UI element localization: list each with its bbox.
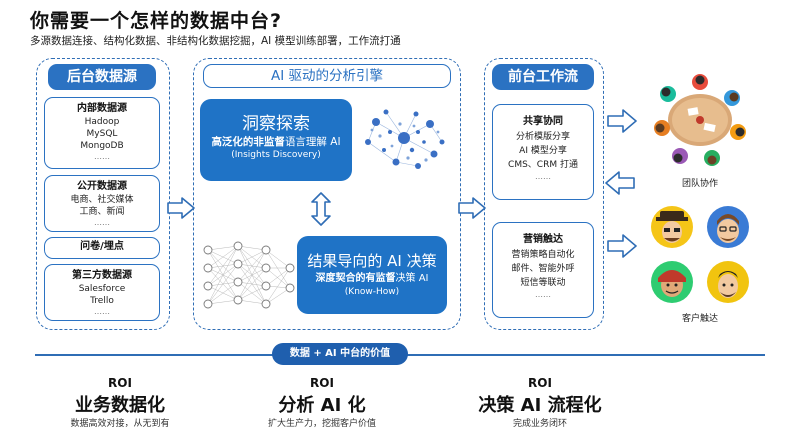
neural-network-icon [203, 241, 295, 309]
share-collab-head: 共享协同 [523, 116, 563, 127]
internal-source-box: 内部数据源 Hadoop MySQL MongoDB …… [44, 97, 160, 169]
roi-label: ROI [528, 376, 552, 390]
engine-title: AI 驱动的分析引擎 [203, 64, 451, 88]
marketing-head: 营销触达 [523, 234, 563, 245]
roi-title: 决策 AI 流程化 [478, 395, 602, 416]
share-collab-line: 分析模版分享 [515, 132, 570, 142]
survey-source-box: 问卷/埋点 [44, 237, 160, 259]
page-subtitle: 多源数据连接、结构化数据、非结构化数据挖掘，AI 模型训练部署，工作流打通 [30, 35, 401, 47]
right-arrow-icon [607, 109, 637, 133]
right-arrow-icon [458, 197, 486, 219]
marketing-line: 营销策略自动化 [511, 250, 575, 260]
roi-title: 分析 AI 化 [278, 395, 366, 416]
insights-title: 洞察探索 [242, 114, 310, 134]
customer-caption: 客户触达 [681, 314, 718, 324]
frontend-panel [484, 58, 604, 330]
third-party-source-head: 第三方数据源 [72, 270, 132, 281]
engine-panel [193, 58, 461, 330]
insights-desc-rest: 语言理解 AI [284, 136, 341, 148]
share-collab-line: CMS、CRM 打通 [508, 160, 578, 170]
internal-source-more: …… [94, 152, 110, 161]
customer-avatar-icon [707, 261, 749, 303]
public-source-box: 公开数据源 电商、社交媒体 工商、新闻 …… [44, 175, 160, 232]
customer-avatar-icon [651, 206, 693, 248]
public-source-line: 工商、新闻 [79, 207, 125, 217]
roi-label: ROI [310, 376, 334, 390]
share-collab-line: AI 模型分享 [519, 146, 567, 156]
insights-desc: 高泛化的非监督语言理解 AI [200, 135, 352, 149]
roi-desc: 完成业务闭环 [512, 419, 567, 429]
marketing-box: 营销触达 营销策略自动化 邮件、智能外呼 短信等联动 …… [492, 222, 594, 318]
third-party-source-box: 第三方数据源 Salesforce Trello …… [44, 264, 160, 321]
customer-avatar-icon [707, 206, 749, 248]
backend-title: 后台数据源 [48, 64, 156, 90]
cluster-graph-icon [365, 109, 445, 169]
right-arrow-icon [607, 234, 637, 258]
decision-en: (Know-How) [344, 287, 400, 297]
backend-panel [36, 58, 170, 330]
roi-desc: 扩大生产力，挖掘客户价值 [267, 419, 376, 429]
internal-source-head: 内部数据源 [77, 103, 127, 114]
decision-desc-rest: 决策 AI [395, 273, 429, 284]
marketing-line: 短信等联动 [520, 278, 566, 288]
insights-en: (Insights Discovery) [231, 150, 321, 160]
survey-source-head: 问卷/埋点 [80, 241, 124, 252]
decision-desc: 深度契合的有监督决策 AI [297, 272, 447, 286]
share-collab-box: 共享协同 分析模版分享 AI 模型分享 CMS、CRM 打通 …… [492, 104, 594, 200]
double-arrow-icon [311, 192, 331, 226]
team-meeting-icon [654, 74, 746, 166]
frontend-title: 前台工作流 [492, 64, 594, 90]
right-arrow-icon [167, 197, 195, 219]
roi-label: ROI [108, 376, 132, 390]
third-party-source-line: Trello [90, 296, 114, 306]
internal-source-line: MongoDB [80, 141, 124, 151]
roi-desc: 数据高效对接，从无到有 [70, 419, 170, 429]
insights-discovery-card: 洞察探索 高泛化的非监督语言理解 AI (Insights Discovery) [200, 99, 352, 181]
public-source-head: 公开数据源 [77, 181, 127, 192]
share-collab-more: …… [535, 172, 551, 181]
marketing-line: 邮件、智能外呼 [511, 264, 575, 274]
third-party-source-line: Salesforce [78, 284, 126, 294]
internal-source-line: Hadoop [84, 117, 120, 127]
ai-decision-card: 结果导向的 AI 决策 深度契合的有监督决策 AI (Know-How) [297, 236, 447, 314]
team-caption: 团队协作 [681, 179, 718, 189]
customer-avatar-icon [651, 261, 693, 303]
marketing-more: …… [535, 290, 551, 299]
value-pill: 数据 + AI 中台的价值 [272, 343, 408, 365]
third-party-source-more: …… [94, 307, 110, 316]
decision-title: 结果导向的 AI 决策 [307, 252, 437, 270]
decision-desc-bold: 深度契合的有监督 [315, 273, 396, 284]
left-arrow-icon [605, 171, 635, 195]
public-source-more: …… [94, 218, 110, 227]
public-source-line: 电商、社交媒体 [70, 195, 134, 205]
internal-source-line: MySQL [86, 129, 118, 139]
page-title: 你需要一个怎样的数据中台? [30, 10, 283, 32]
insights-desc-bold: 高泛化的非监督 [211, 136, 285, 148]
roi-title: 业务数据化 [75, 395, 165, 416]
